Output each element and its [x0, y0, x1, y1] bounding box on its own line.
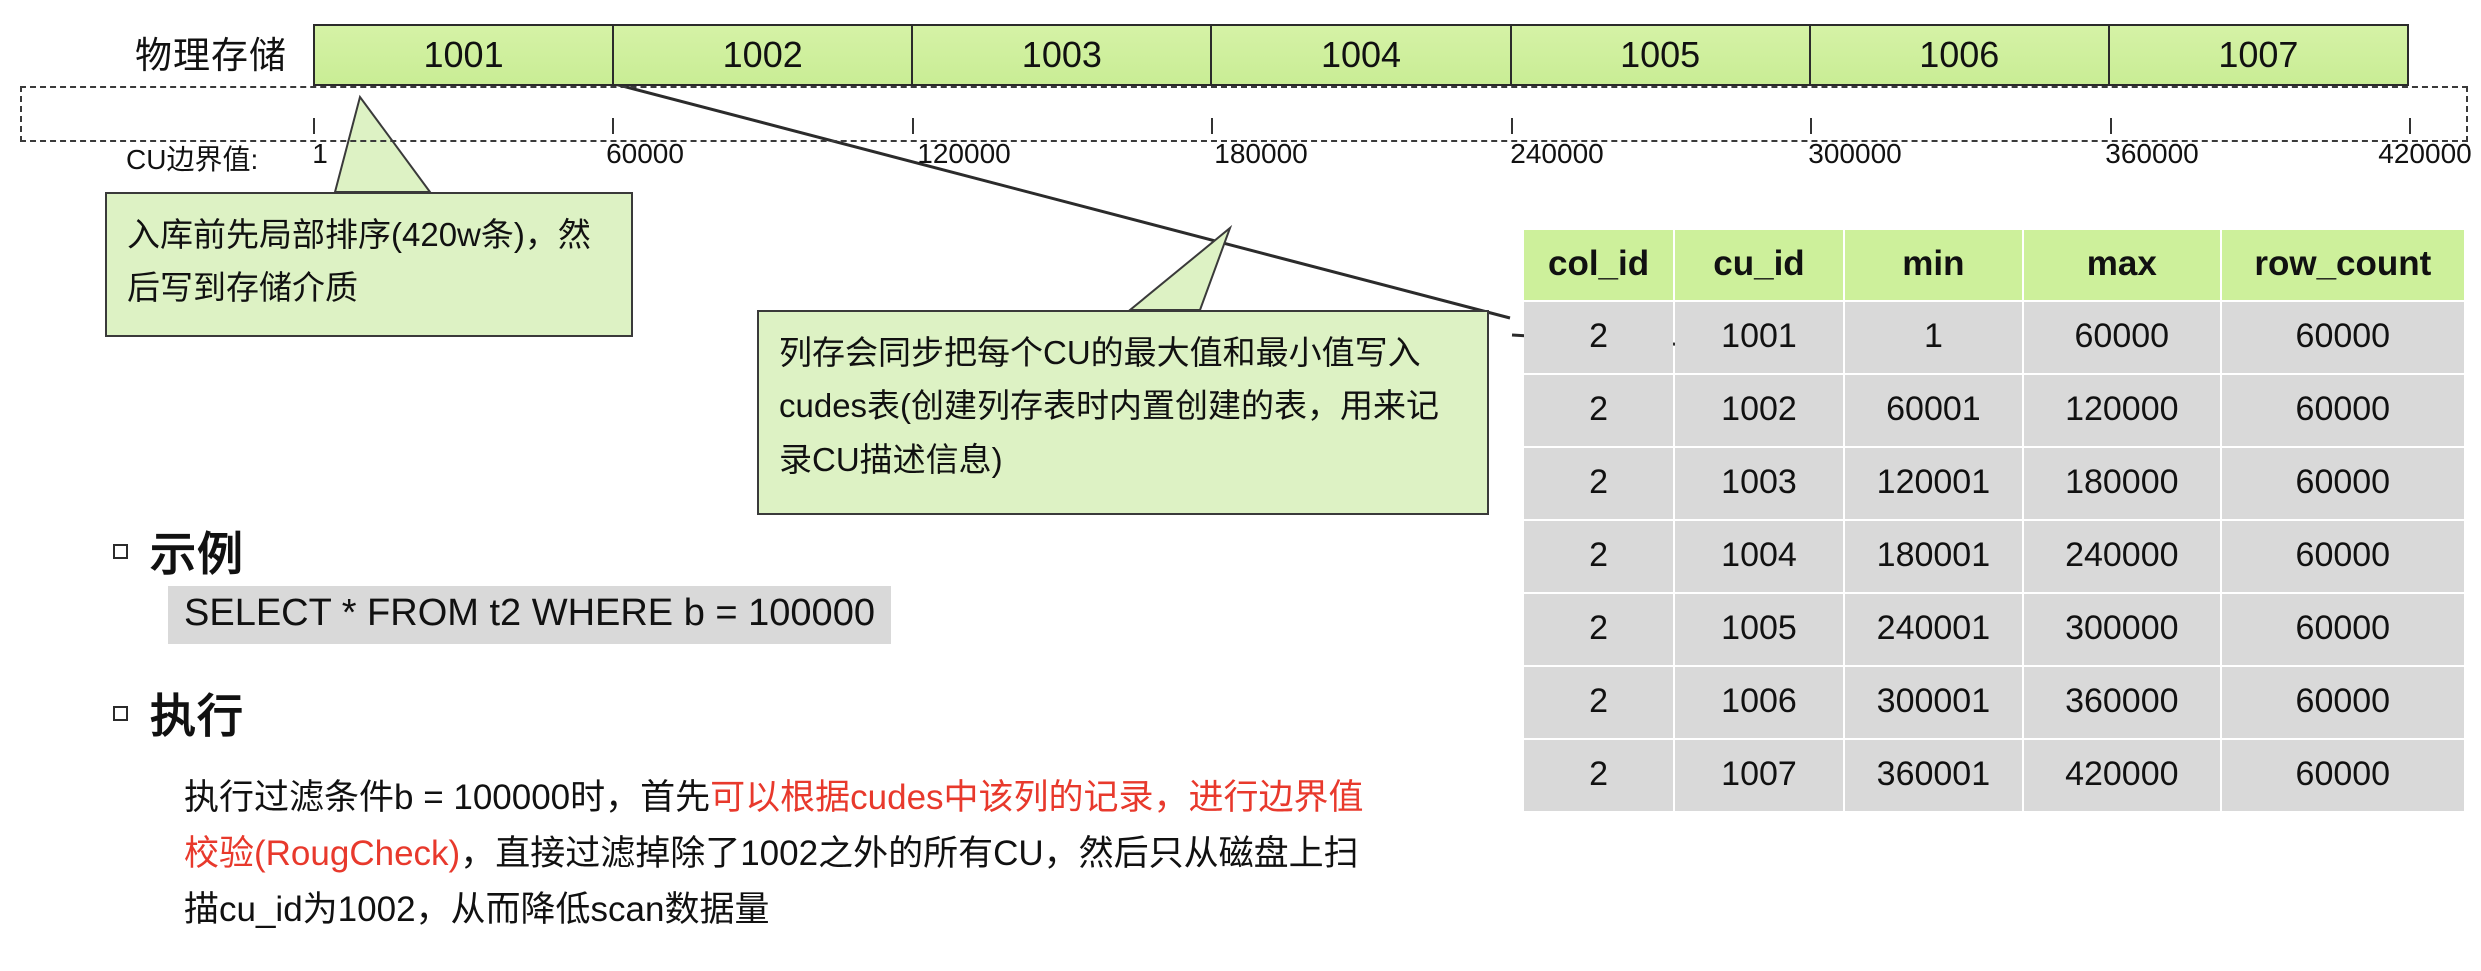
table-cell: 1: [1844, 302, 2022, 373]
cu-block: 1006: [1810, 26, 2110, 84]
boundary-tick: [1810, 118, 1812, 134]
table-cell: 300001: [1844, 667, 2022, 738]
table-cell: 1004: [1675, 521, 1843, 592]
table-cell: 1003: [1675, 448, 1843, 519]
boundary-tick: [912, 118, 914, 134]
example-title: 示例: [150, 528, 244, 580]
table-cell: 60000: [2221, 594, 2464, 665]
callout-sort-note: 入库前先局部排序(420w条)，然后写到存储介质: [105, 192, 633, 337]
boundary-tick: [313, 118, 315, 134]
table-cell: 360001: [1844, 740, 2022, 811]
table-cell: 1006: [1675, 667, 1843, 738]
table-cell: 1005: [1675, 594, 1843, 665]
column-header-col-id: col_id: [1524, 230, 1674, 300]
boundary-value: 360000: [2105, 138, 2199, 169]
bullet-exec: 执行: [113, 680, 244, 746]
exec-description: 执行过滤条件b = 100000时，首先可以根据cudes中该列的记录，进行边界…: [184, 770, 1364, 938]
column-header-max: max: [2023, 230, 2220, 300]
table-cell: 1001: [1675, 302, 1843, 373]
cu-block: 1004: [1212, 26, 1512, 84]
callout-cudes-note: 列存会同步把每个CU的最大值和最小值写入cudes表(创建列存表时内置创建的表，…: [757, 310, 1489, 515]
table-cell: 1007: [1675, 740, 1843, 811]
table-cell: 240000: [2023, 521, 2220, 592]
boundary-value: 120000: [917, 138, 1011, 169]
table-cell: 2: [1524, 740, 1674, 811]
boundary-tick: [1511, 118, 1513, 134]
table-cell: 2: [1524, 594, 1674, 665]
table-cell: 180000: [2023, 448, 2220, 519]
boundary-value: 300000: [1808, 138, 1902, 169]
boundary-tick: [2409, 118, 2411, 134]
table-cell: 60000: [2023, 302, 2220, 373]
table-cell: 120001: [1844, 448, 2022, 519]
boundary-value: 180000: [1214, 138, 1308, 169]
table-cell: 2: [1524, 521, 1674, 592]
cu-block: 1005: [1511, 26, 1811, 84]
table-cell: 60001: [1844, 375, 2022, 446]
cu-block: 1001: [315, 26, 615, 84]
cu-block: 1007: [2109, 26, 2407, 84]
physical-storage-label: 物理存储: [135, 35, 287, 76]
exec-text-highlight: 可以根据cudes中该列的记录，进行边界值校验(RougCheck): [184, 778, 1364, 873]
cu-boundary-band: [20, 86, 2468, 142]
column-header-row-count: row_count: [2221, 230, 2464, 300]
exec-text-part1: 执行过滤条件b = 100000时，首先: [184, 778, 711, 817]
physical-storage-strip: 1001 1002 1003 1004 1005 1006 1007: [313, 24, 2409, 86]
table-cell: 60000: [2221, 740, 2464, 811]
table-cell: 60000: [2221, 448, 2464, 519]
table-header-row: col_id cu_id min max row_count: [1524, 230, 2464, 300]
table-cell: 420000: [2023, 740, 2220, 811]
bullet-example: 示例: [113, 518, 244, 584]
table-cell: 60000: [2221, 375, 2464, 446]
column-header-cu-id: cu_id: [1675, 230, 1843, 300]
boundary-value: 60000: [606, 138, 684, 169]
exec-text-part3: ，直接过滤掉除了1002之外的所有CU，然后只从磁盘上扫描cu_id为1002，…: [184, 834, 1359, 929]
table-cell: 240001: [1844, 594, 2022, 665]
boundary-value: 240000: [1510, 138, 1604, 169]
square-bullet-icon: [113, 705, 128, 721]
exec-title: 执行: [150, 690, 244, 742]
table-cell: 120000: [2023, 375, 2220, 446]
boundary-tick: [2110, 118, 2112, 134]
table-cell: 2: [1524, 448, 1674, 519]
table-cell: 180001: [1844, 521, 2022, 592]
table-cell: 60000: [2221, 667, 2464, 738]
table-cell: 2: [1524, 302, 1674, 373]
table-cell: 1002: [1675, 375, 1843, 446]
table-cell: 60000: [2221, 521, 2464, 592]
boundary-tick: [612, 118, 614, 134]
cu-block: 1002: [614, 26, 914, 84]
sql-code-block: SELECT * FROM t2 WHERE b = 100000: [168, 586, 891, 644]
cu-block: 1003: [913, 26, 1213, 84]
cu-boundary-label: CU边界值:: [126, 144, 259, 175]
square-bullet-icon: [113, 543, 128, 559]
boundary-value: 420000: [2378, 138, 2472, 169]
table-cell: 60000: [2221, 302, 2464, 373]
table-cell: 2: [1524, 667, 1674, 738]
boundary-tick: [1211, 118, 1213, 134]
table-cell: 2: [1524, 375, 1674, 446]
column-header-min: min: [1844, 230, 2022, 300]
table-cell: 360000: [2023, 667, 2220, 738]
boundary-value: 1: [312, 138, 328, 169]
table-cell: 300000: [2023, 594, 2220, 665]
